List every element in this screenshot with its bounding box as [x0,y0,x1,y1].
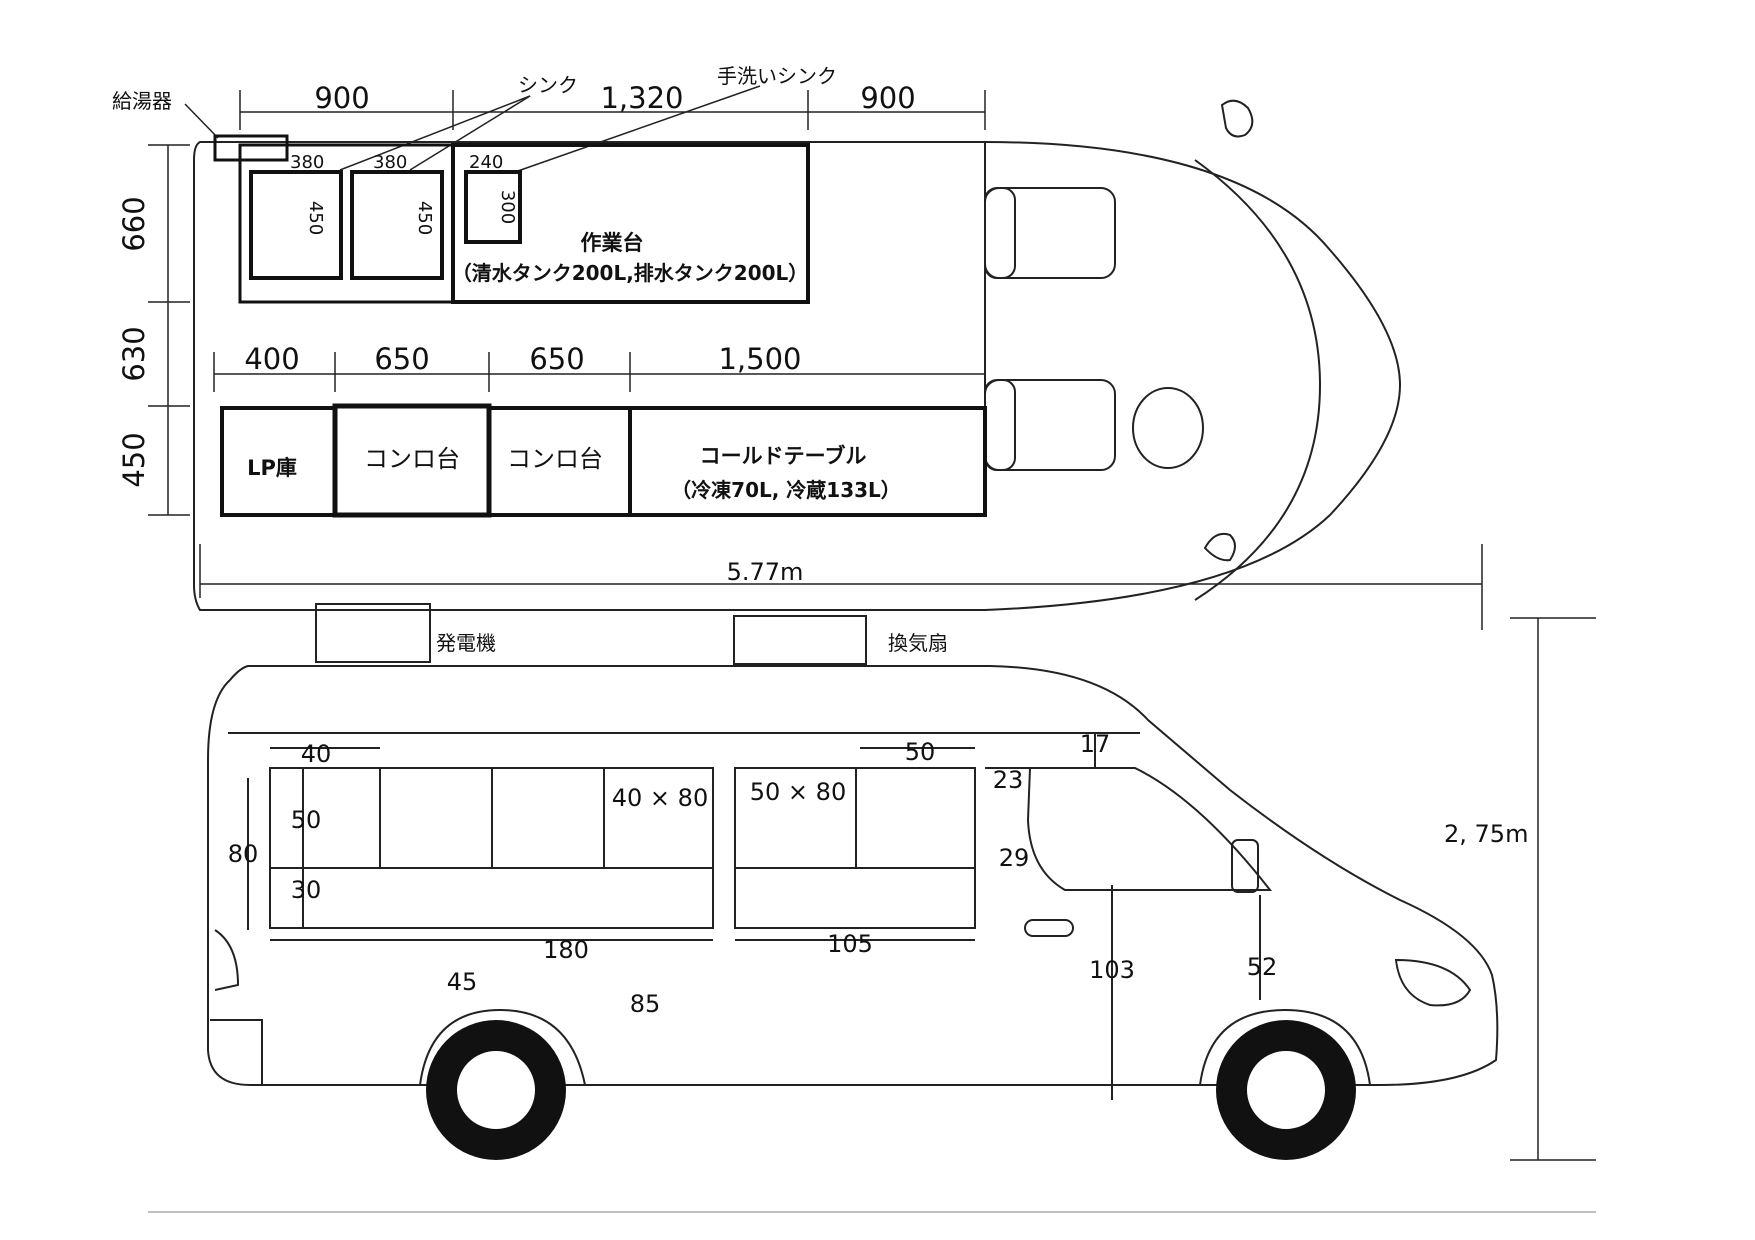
dim-upper-900-right: 900 [860,81,915,115]
top-view [193,99,1402,611]
workbench-title: 作業台 [581,231,644,255]
cab-window [1026,767,1273,891]
top-upper-dimensions [239,90,986,130]
dim-side-105: 105 [827,930,873,958]
rear-wheel [426,1020,566,1160]
dim-side-50-left: 50 [291,806,322,834]
passenger-seat-back [984,379,1016,471]
side-van-outline [207,665,1499,1086]
top-mirror-upper [1220,99,1254,138]
dim-side-80: 80 [228,840,259,868]
dim-lower-650-b: 650 [529,342,584,376]
overall-height: 2, 75m [1444,820,1528,848]
dim-left-660: 660 [117,196,151,251]
dim-lower-400: 400 [244,342,299,376]
door-handle [1024,919,1074,937]
workbench-detail: （清水タンク200L,排水タンク200L） [452,261,809,285]
top-mirror-lower [1203,532,1236,562]
dim-upper-900-left: 900 [314,81,369,115]
dim-left-630: 630 [117,326,151,381]
cold-table-detail: （冷凍70L, 冷蔵133L） [671,478,901,502]
vent-fan-box [733,615,867,665]
rear-bumper [210,1019,263,1085]
dim-left-450: 450 [117,432,151,487]
passenger-seat [984,379,1116,471]
overall-height-dimension [1510,617,1596,1161]
callout-water-heater: 給湯器 [112,89,172,113]
sink-1 [249,170,343,280]
sink-2 [350,170,444,280]
callout-hand-sink: 手洗いシンク [717,64,837,88]
top-van-outline [193,141,1402,611]
dim-side-85: 85 [630,990,661,1018]
dim-lower-650-a: 650 [374,342,429,376]
lp-storage-label: LP庫 [247,456,297,480]
dim-side-17: 17 [1080,730,1111,758]
top-lower-dimensions [213,352,985,392]
dim-upper-1320: 1,320 [600,81,683,115]
overall-length: 5.77m [727,558,804,586]
front-wheel-arch [1199,1008,1371,1086]
sink-1-width: 380 [290,152,324,173]
water-heater-box [213,134,289,162]
dim-side-52: 52 [1247,953,1278,981]
dim-side-29: 29 [999,844,1030,872]
hand-sink-depth: 300 [497,190,518,224]
side-mirror [1231,839,1259,893]
sink-2-depth: 450 [414,201,435,235]
overall-length-dimension [199,544,1483,630]
dim-window-50x80: 50 × 80 [750,778,846,806]
dim-side-180: 180 [543,936,589,964]
rear-wheel-arch [419,1008,586,1086]
hand-sink [464,170,522,244]
sink-1-depth: 450 [305,201,326,235]
driver-seat-back [984,187,1016,279]
dim-side-45: 45 [447,968,478,996]
steering-wheel [1132,387,1204,469]
front-wheel [1216,1020,1356,1160]
cold-table-label: コールドテーブル [700,444,867,468]
dim-side-23: 23 [993,766,1024,794]
workbench-counter [451,143,810,304]
vent-fan-label: 換気扇 [888,631,948,655]
hand-sink-width: 240 [469,152,503,173]
dim-lower-1500: 1,500 [718,342,801,376]
tail-light [214,929,240,991]
callout-leaders [184,85,761,173]
generator-label: 発電機 [436,631,496,655]
driver-seat [984,187,1116,279]
top-hood-line [1194,159,1322,601]
side-view [207,665,1499,1100]
dim-side-50-right: 50 [905,738,936,766]
stove-stand-2-label: コンロ台 [507,445,603,473]
dim-side-40: 40 [301,740,332,768]
cold-table [628,406,987,517]
top-left-dimensions [148,144,190,516]
callout-sink: シンク [518,73,578,97]
dim-side-30: 30 [291,876,322,904]
dim-side-103: 103 [1089,956,1135,984]
headlight [1394,958,1472,1007]
dim-window-40x80: 40 × 80 [612,784,708,812]
sink-2-width: 380 [373,152,407,173]
stove-stand-1-label: コンロ台 [364,445,460,473]
generator-box [315,603,431,663]
